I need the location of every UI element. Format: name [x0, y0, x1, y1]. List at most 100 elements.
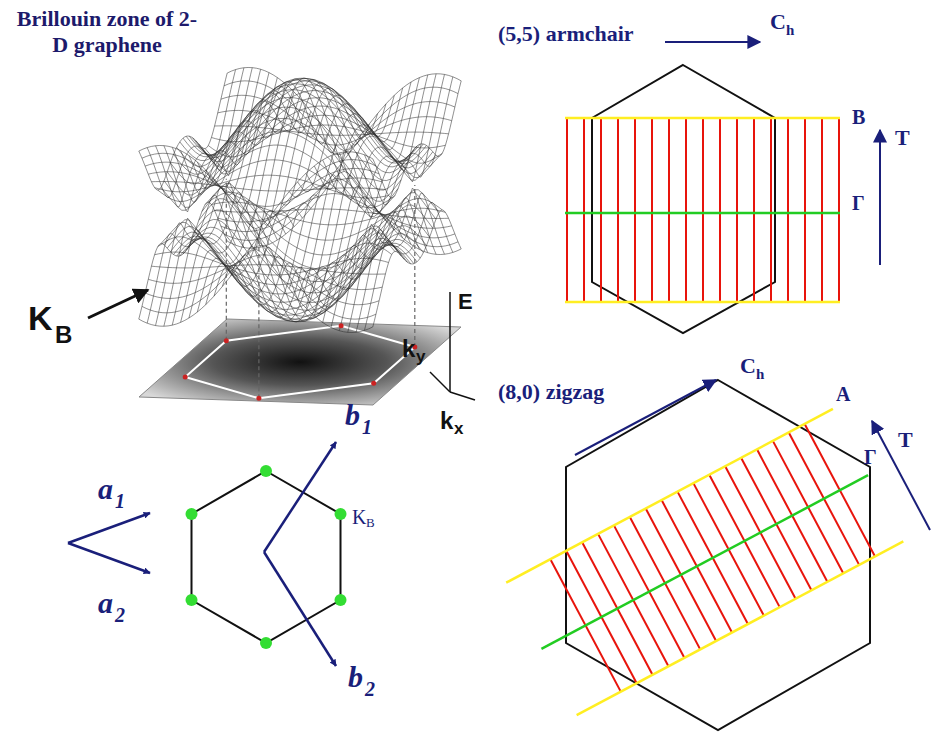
- k-point-dot: [260, 637, 272, 649]
- surface-mesh-line: [264, 79, 352, 225]
- surface-mesh-line: [314, 214, 402, 316]
- cutting-line: [651, 118, 653, 302]
- kx-axis: [450, 392, 475, 400]
- reciprocal-vector: [264, 442, 336, 552]
- surface-mesh-line: [306, 214, 394, 308]
- cutting-line: [600, 118, 602, 302]
- cutting-line: [685, 118, 687, 302]
- subscript: B: [366, 516, 375, 530]
- vector-label: T: [898, 428, 913, 452]
- surface-mesh-line: [364, 202, 452, 330]
- k-point-dot: [224, 338, 229, 343]
- gamma-line: [565, 212, 840, 215]
- k-point-dot: [335, 508, 347, 520]
- surface-mesh-line: [221, 95, 455, 154]
- diagram-title: Brillouin zone of 2-D graphene: [12, 6, 202, 59]
- vector-label: T: [895, 126, 910, 150]
- axis-label: k: [440, 408, 453, 434]
- surface-mesh-line: [373, 210, 461, 327]
- vector-label: b: [348, 660, 363, 693]
- subscript: 2: [115, 604, 125, 626]
- cutting-line: [583, 118, 585, 302]
- surface-mesh-line: [364, 77, 452, 205]
- cutting-line: [634, 118, 636, 302]
- chiral-vector-arrow: [665, 41, 760, 43]
- cutting-line: [821, 118, 823, 302]
- cutting-line: [804, 118, 806, 302]
- zone-edge-line: [577, 541, 904, 715]
- cutting-line: [770, 118, 772, 302]
- subscript: 1: [115, 490, 125, 512]
- lattice-vector: [68, 543, 150, 573]
- subscript: x: [454, 420, 463, 439]
- axis-label: E: [458, 290, 473, 314]
- subscript: 2: [365, 678, 375, 700]
- k-point-dot: [186, 508, 198, 520]
- surface-mesh-line: [189, 227, 423, 310]
- cutting-line: [702, 118, 704, 302]
- surface-mesh-line: [356, 193, 444, 332]
- cutting-lines: [567, 118, 839, 302]
- surface-mesh-line: [222, 93, 310, 195]
- energy-axis: [449, 292, 451, 392]
- surface-mesh-line: [356, 74, 444, 213]
- point-label: B: [852, 106, 865, 128]
- zone-edge-line: [565, 117, 840, 120]
- panel-heading: (8,0) zigzag: [498, 380, 604, 404]
- subscript: 1: [362, 416, 372, 438]
- surface-mesh-line: [192, 219, 426, 302]
- k-point-dot: [183, 374, 188, 379]
- cutting-line: [566, 118, 568, 302]
- k-point-dot: [371, 381, 376, 386]
- surface-mesh-line: [218, 194, 452, 229]
- point-label: Γ: [852, 192, 865, 214]
- cutting-lines: [506, 409, 903, 715]
- surface-mesh-line: [348, 74, 436, 218]
- cutting-line: [617, 118, 619, 302]
- translation-vector-arrow: [879, 130, 881, 265]
- k-point-dot: [339, 323, 344, 328]
- subscript: B: [55, 322, 72, 348]
- vector-label: C: [770, 10, 786, 34]
- cutting-line: [787, 118, 789, 302]
- surface-mesh-line: [164, 68, 252, 212]
- translation-vector-arrow: [872, 421, 930, 530]
- surface-mesh-line: [170, 232, 404, 315]
- surface-mesh-line: [289, 95, 377, 197]
- cutting-line: [753, 118, 755, 302]
- band-surface: [139, 67, 461, 332]
- k-plane: [139, 319, 461, 405]
- cutting-line: [668, 118, 670, 302]
- projection-dashes: [183, 179, 418, 401]
- vector-label: a: [98, 472, 113, 505]
- cutting-line: [736, 118, 738, 302]
- vector-label: C: [740, 354, 756, 378]
- projection-dash: [258, 236, 259, 398]
- k-point-dot: [335, 594, 347, 606]
- brillouin-hexagon-projection: [185, 326, 415, 399]
- vector-label: a: [98, 586, 113, 619]
- surface-mesh-line: [208, 115, 442, 163]
- point-label: K: [28, 300, 53, 337]
- surface-mesh-line: [161, 145, 395, 217]
- plane-hexagon: [185, 326, 415, 399]
- surface-mesh-line: [224, 81, 458, 164]
- reciprocal-vector: [264, 552, 336, 666]
- axis-label: k: [402, 336, 415, 362]
- point-label: A: [836, 383, 850, 405]
- surface-mesh-line: [231, 86, 319, 203]
- subscript: h: [786, 22, 794, 39]
- subscript: y: [416, 348, 425, 367]
- zone-edge-line: [506, 409, 833, 583]
- subscript: h: [756, 366, 764, 383]
- brillouin-hexagon: [592, 65, 775, 333]
- cutting-line: [719, 118, 721, 302]
- zone-edge-line: [565, 301, 840, 304]
- surface-mesh-line: [373, 81, 461, 198]
- surface-mesh-line: [227, 171, 461, 254]
- k-point-dot: [260, 465, 272, 477]
- surface-mesh-line: [227, 67, 461, 150]
- k-point-dot: [256, 396, 261, 401]
- gamma-line: [541, 475, 868, 649]
